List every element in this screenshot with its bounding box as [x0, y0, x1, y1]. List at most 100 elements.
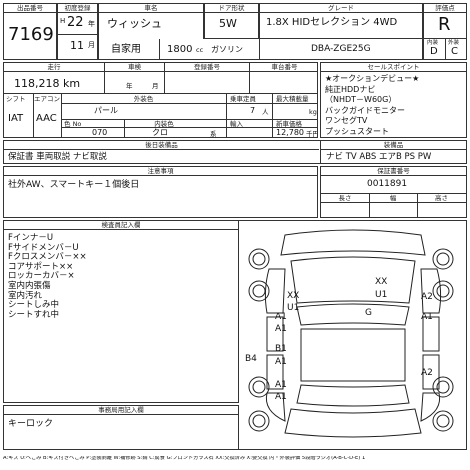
report-line: Fクロスメンバ－×× — [8, 252, 87, 263]
yen-unit: 千円 — [306, 130, 318, 138]
remarks-value: 社外AW、スマートキー１個後日 — [8, 180, 140, 190]
color-no-label: 色 No — [64, 120, 82, 128]
price-value: 12,780 — [276, 128, 304, 137]
report-line: ロッカーカバ－× — [8, 271, 75, 282]
equipment-label: 装備品 — [321, 141, 466, 150]
width-label: 幅 — [389, 194, 397, 202]
capacity-value: 7 — [250, 106, 256, 115]
year-unit: 年 — [88, 20, 95, 28]
use-type: 自家用 — [111, 44, 141, 55]
inspector-report-box: 検査員記入欄 Fインナ－U Fサイドメンバ－U Fクロスメンバ－×× コアサポー… — [3, 220, 239, 403]
doors-label: ドア形状 — [205, 4, 258, 13]
inspection-year-unit: 年 — [126, 82, 133, 90]
lot-number-label: 出品番号 — [4, 4, 56, 13]
sales-point: ワンセグTV — [325, 116, 368, 125]
shift-label: シフト — [6, 95, 26, 103]
later-equipment-label: 後日装備品 — [4, 141, 319, 150]
damage-mark: U1 — [287, 303, 300, 313]
grade-box: グレード 1.8X HIDセレクション 4WD — [259, 3, 423, 39]
damage-diagram-box: XX XX U1 U1 A2 A1 G A1 A1 B1 A1 B4 A1 A2… — [239, 220, 467, 450]
inspector-report-lines: Fインナ－U Fサイドメンバ－U Fクロスメンバ－×× コアサポート×× ロッカ… — [8, 233, 87, 320]
interior-color-label: 内装色 — [154, 120, 174, 128]
report-line: シートすれ中 — [8, 309, 60, 320]
grade-label: グレード — [260, 4, 422, 13]
exterior-color-label: 外装色 — [133, 95, 154, 103]
interior-color-value: クロ — [152, 128, 168, 137]
ownership-label: 保証書番号 — [321, 167, 466, 176]
kg-unit: kg — [309, 108, 317, 116]
report-line: 室内汚れ — [8, 290, 43, 301]
sales-points-list: ★オークションデビュー★ 純正HDDナビ （NHDT－W60G） バックガイドモ… — [325, 74, 419, 137]
sales-point: プッシュスタート — [325, 126, 389, 136]
report-line: シートしみ中 — [8, 300, 60, 311]
damage-mark: A2 — [421, 368, 433, 378]
sales-points-box: セールスポイント ★オークションデビュー★ 純正HDDナビ （NHDT－W60G… — [320, 62, 467, 138]
exterior-rating: C — [451, 46, 458, 57]
report-line: Fインナ－U — [8, 233, 54, 243]
damage-mark: A1 — [275, 312, 287, 322]
report-line: Fサイドメンバ－U — [8, 242, 79, 253]
inspector-report-label: 検査員記入欄 — [4, 221, 238, 230]
office-label: 事務局用記入欄 — [4, 406, 238, 415]
damage-mark: A1 — [275, 392, 287, 402]
mileage-value: 118,218 km — [14, 77, 81, 90]
ownership-value: 0011891 — [367, 179, 408, 189]
spec-detail-row: シフト エアコン IAT AAC 外装色 パール 色 No 内装色 070 クロ… — [3, 94, 318, 138]
damage-mark: A1 — [275, 380, 287, 390]
equipment-value: ナビ TV ABS エアB PS PW — [326, 152, 432, 162]
exterior-rating-label: 外装 — [448, 40, 460, 46]
first-registration-box: 初度登録 H 22 年 11 月 — [57, 3, 98, 60]
cc-unit: cc — [196, 46, 204, 54]
exterior-color-value: パール — [94, 106, 118, 115]
office-value: キーロック — [8, 419, 54, 429]
damage-mark: A2 — [421, 292, 433, 302]
persons-unit: 人 — [262, 108, 269, 116]
capacity-label: 乗車定員 — [230, 95, 256, 103]
damage-mark: B4 — [245, 354, 257, 364]
damage-mark: A1 — [275, 357, 287, 367]
damage-mark: U1 — [375, 290, 388, 300]
spec-row: 自家用 1800 cc ガソリン DBA-ZGE25G — [98, 39, 423, 60]
shift-value: IAT — [8, 113, 24, 124]
doors-box: ドア形状 5W — [204, 3, 259, 39]
damage-mark: A1 — [421, 312, 433, 322]
report-line: 室内内張傷 — [8, 280, 51, 291]
sales-points-label: セールスポイント — [321, 63, 466, 72]
model-name-label: 車名 — [99, 4, 203, 13]
length-label: 長さ — [338, 194, 352, 202]
fuel: ガソリン — [211, 45, 243, 54]
displacement: 1800 — [167, 44, 193, 55]
model-name: ウィッシュ — [107, 17, 162, 30]
sales-point: ★オークションデビュー★ — [325, 74, 420, 83]
mileage-label: 走行 — [4, 63, 104, 72]
year: 22 — [67, 15, 84, 30]
era: H — [60, 17, 66, 25]
inspection-label: 車検 — [104, 63, 164, 72]
remarks-box: 注意事項 社外AW、スマートキー１個後日 — [3, 166, 318, 218]
ownership-box: 保証書番号 0011891 長さ 幅 高さ — [320, 166, 467, 218]
registration-label: 登録番号 — [164, 63, 249, 72]
lot-number-box: 出品番号 7169 — [3, 3, 57, 60]
remarks-label: 注意事項 — [4, 167, 317, 176]
equipment-row: 後日装備品 装備品 保証書 車両取説 ナビ取説 ナビ TV ABS エアB PS… — [3, 140, 467, 164]
month: 11 — [70, 39, 84, 52]
interior-rating-label: 内装 — [427, 40, 439, 46]
damage-mark: G — [365, 308, 372, 318]
damage-mark: XX — [375, 277, 388, 287]
report-line: コアサポート×× — [8, 261, 74, 272]
vin-label: 車台番号 — [249, 63, 317, 72]
sales-point: （NHDT－W60G） — [325, 95, 397, 104]
color-no-value: 070 — [92, 128, 108, 137]
first-registration-label: 初度登録 — [58, 4, 97, 13]
doors-value: 5W — [219, 17, 237, 30]
model-type: DBA-ZGE25G — [311, 44, 371, 54]
ac-value: AAC — [36, 113, 57, 124]
later-equipment-value: 保証書 車両取説 ナビ取説 — [8, 152, 107, 162]
rating-label: 評価点 — [424, 4, 466, 13]
rating-value: R — [438, 14, 451, 35]
price-label: 新車価格 — [276, 120, 302, 128]
ac-label: エアコン — [34, 95, 60, 103]
max-load-label: 最大積載量 — [276, 95, 309, 103]
height-label: 高さ — [435, 194, 448, 202]
